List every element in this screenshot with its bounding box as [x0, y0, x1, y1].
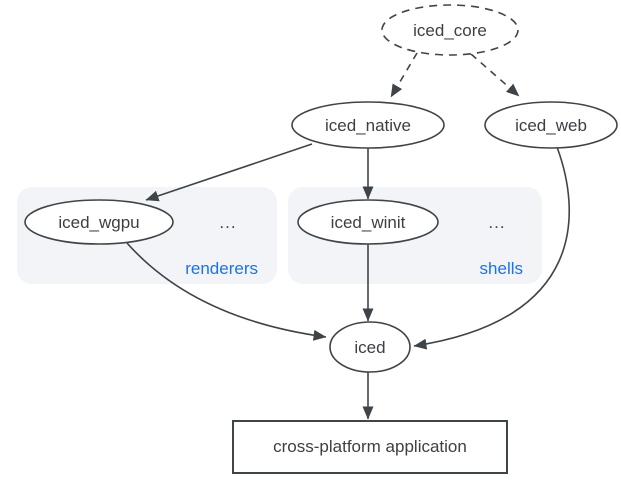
edge-iced-native-to-iced-wgpu — [145, 143, 313, 202]
edge-iced-wgpu-to-iced — [126, 242, 327, 341]
node-iced: iced — [329, 321, 411, 373]
group-renderers-ellipsis: ... — [219, 213, 236, 232]
node-application-label: cross-platform application — [273, 437, 467, 456]
group-renderers-label: renderers — [185, 259, 258, 278]
node-iced-core-shape — [381, 4, 519, 56]
node-iced-native: iced_native — [291, 101, 445, 149]
node-iced-core: iced_core — [381, 4, 519, 56]
node-iced-native-label: iced_native — [325, 116, 411, 135]
node-iced-native-shape — [291, 101, 445, 149]
edge-iced-core-to-iced-web — [470, 53, 520, 97]
group-shells-label: shells — [480, 259, 523, 278]
node-iced-web-label: iced_web — [515, 116, 587, 135]
node-application: cross-platform application — [232, 420, 508, 474]
node-iced-core-label: iced_core — [413, 21, 487, 40]
node-application-shape — [232, 420, 508, 474]
node-iced-wgpu-label: iced_wgpu — [58, 213, 139, 232]
node-iced-web: iced_web — [484, 101, 618, 149]
node-iced-web-shape — [484, 101, 618, 149]
node-iced-wgpu-shape — [24, 199, 174, 245]
group-shells-ellipsis: ... — [488, 213, 505, 232]
node-iced-label: iced — [354, 338, 385, 357]
node-iced-winit: iced_winit — [297, 199, 439, 245]
node-iced-wgpu: iced_wgpu — [24, 199, 174, 245]
node-iced-winit-label: iced_winit — [331, 213, 406, 232]
node-iced-winit-shape — [297, 199, 439, 245]
edge-iced-core-to-iced-native — [390, 52, 418, 98]
node-iced-shape — [329, 321, 411, 373]
edge-iced-web-to-iced — [413, 146, 570, 350]
